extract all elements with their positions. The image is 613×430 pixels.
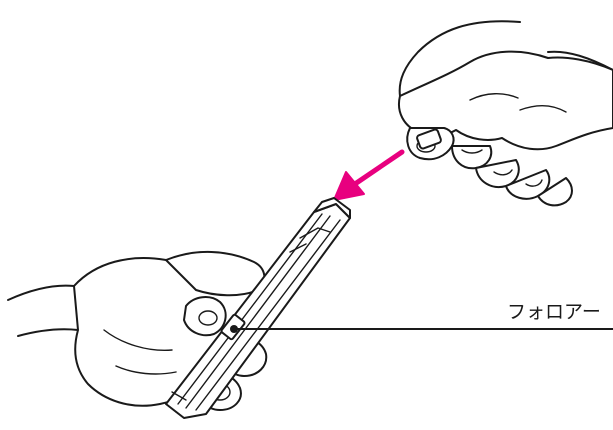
follower-label: フォロアー <box>507 301 601 323</box>
insert-direction-arrow <box>334 152 402 200</box>
upper-hand <box>399 21 613 205</box>
follower-callout: フォロアー <box>230 301 613 333</box>
